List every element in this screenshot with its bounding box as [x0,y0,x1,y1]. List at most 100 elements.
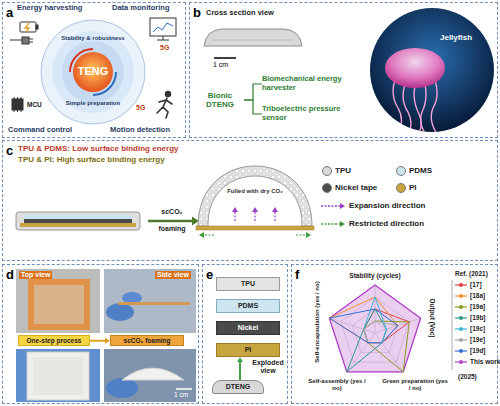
flat-stack [16,212,140,230]
photo-foamed-side [104,349,196,402]
jellyfish-photo [393,80,401,134]
radar-series [364,297,387,343]
section-title: Command control [8,126,72,135]
chip-icon [12,99,23,110]
axis-label: Stability (cycles) [335,272,415,279]
radar-grid [329,285,420,372]
foaming-arrow [148,220,192,223]
legend-text: [19c] [470,325,485,332]
energy-icon [25,23,29,32]
legend-sample [459,360,463,364]
axis-label: Self-encapsulation (yes / no) [314,281,321,362]
photo-top-view [34,285,84,324]
connector [244,100,262,114]
process-label: foaming [148,225,196,233]
expansion-arrow [272,207,278,212]
system-node: Bionic DTENG [196,91,244,109]
foamed-dome [196,166,314,230]
node-text: Nickel [219,324,277,332]
photo-side-view [104,269,196,333]
legend-swatch [396,183,406,193]
legend-text: [19b] [470,314,486,321]
legend-item: [19d] [455,347,486,354]
node-text: One-step process [21,337,87,344]
jellyfish-photo [414,86,421,134]
layer-box: TPU [216,277,280,291]
application-wheel [41,20,145,124]
photo-top-view [16,269,100,333]
expansion-arrow [232,207,278,221]
photo-side-view [118,302,190,305]
photo-top-view [28,279,90,330]
legend-text: [19d] [470,347,486,354]
legend-sample [320,202,346,210]
section-title: Motion detection [110,126,170,135]
energy-icon [10,40,22,41]
legend-item: This work [455,358,500,365]
restricted-arrow [306,232,311,238]
node-text: PDMS [219,302,277,310]
axis-label: Output (Voc) [428,299,435,338]
view-title: Cross section view [206,9,274,18]
connector-line [90,340,106,342]
node-text: DTENG [215,383,261,391]
signal-name: 5G [160,44,169,52]
chip-icon [14,97,21,112]
application-wheel [41,20,145,124]
legend-sample [455,304,467,310]
legend-item: [19b] [455,314,486,321]
connector-line [239,361,241,380]
legend-sample [455,315,467,321]
legend-item: Restricted direction [320,219,424,228]
monitor-icon [150,18,176,36]
legend-swatch [322,183,332,193]
legend-text: [19e] [470,336,485,343]
chip-name: MCU [27,101,42,108]
function-node: Triboelectric pressure sensor [262,105,356,122]
legend-sample [321,205,340,206]
panel-letter: f [295,268,299,282]
connector [90,338,110,344]
legend-sample [320,220,346,228]
function-node: Biomechanical energy harvester [262,75,356,92]
legend-sample [459,349,463,353]
energy-icon [29,39,33,42]
device-box: DTENG [212,380,264,394]
layer-box: PI [216,343,280,357]
note-text: TPU & PDMS: Low surface binding energy [18,144,178,153]
photo-side-view [106,303,134,321]
radar-series [329,297,397,343]
legend-text: Restricted direction [349,219,424,228]
process-label: scCO₂ [148,208,196,216]
panel-letter: a [6,6,13,20]
expansion-arrow [252,207,258,212]
restricted-arrow [199,232,204,238]
node-text: Bionic DTENG [196,91,244,109]
legend-text: [17] [470,281,482,288]
restricted-arrow [203,234,307,235]
chip-icon [12,97,23,112]
monitor-icon [153,23,173,32]
legend-title: (2025) [458,373,477,380]
jellyfish-photo [421,84,426,134]
legend-sample [459,283,463,287]
photo-label: Jellyfish [440,33,472,42]
connector-line [244,100,262,114]
foamed-dome [196,226,314,230]
legend-sample [455,337,467,343]
radar-grid [329,285,420,372]
axis-label: Self-assembly (yes / no) [308,378,366,392]
legend-item: [19c] [455,325,485,332]
legend-text: This work [470,358,500,365]
runner-icon [166,92,171,97]
flat-stack [16,212,140,230]
legend-sample [459,316,463,320]
panel-frame: dOne-step processscCO₂ foaming [2,264,199,404]
node-text: Biomechanical energy harvester [262,75,356,92]
photo-foamed-top [27,352,89,400]
energy-icon [36,25,38,29]
monitor-icon [150,18,176,40]
legend-item: [17] [455,281,482,288]
legend-item: TPU [322,166,351,176]
